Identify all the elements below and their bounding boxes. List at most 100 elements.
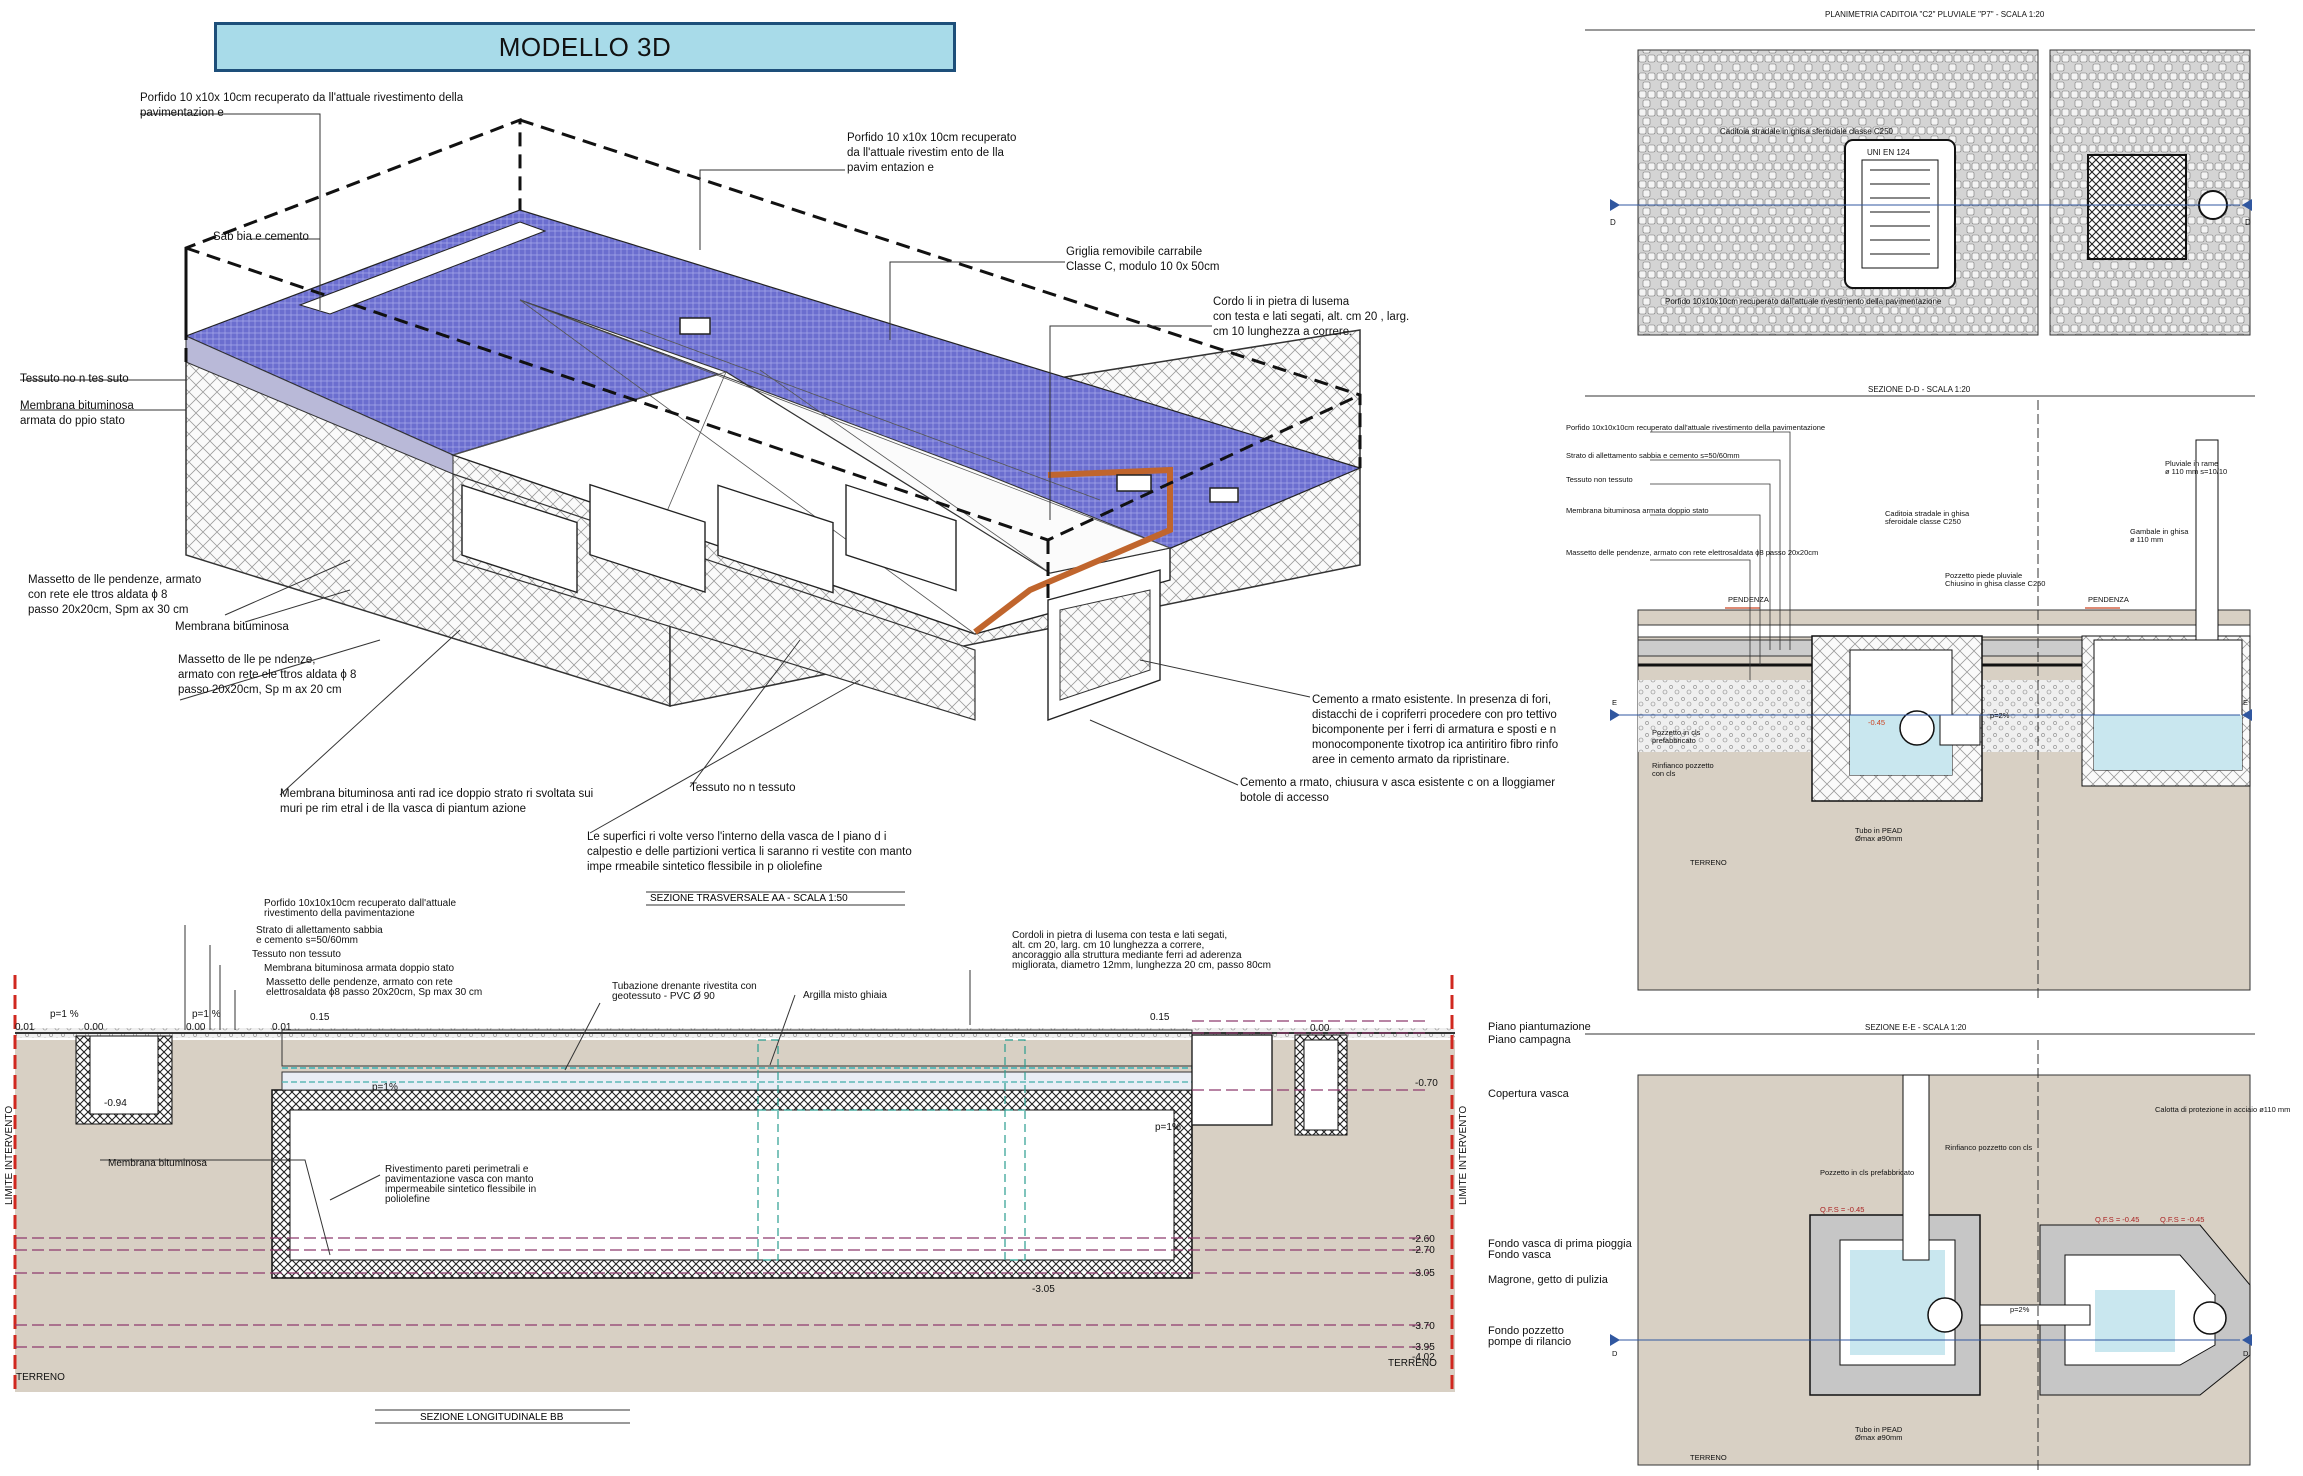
dd-caditoia-1: Caditoia stradale in ghisa xyxy=(1885,509,1970,518)
iso-label-cemento-3: bicomponente per i ferri di armatura e s… xyxy=(1312,724,1556,736)
bb-tubazione-1: Tubazione drenante rivestita con xyxy=(612,981,757,992)
svg-text:monocomponente tixotrop ica an: monocomponente tixotrop ica antiritiro f… xyxy=(1312,739,1558,751)
iso-label-massetto1-1: Massetto de lle pendenze, armato xyxy=(28,574,201,586)
iso-label-massetto2-2: armato con rete ele ttros aldata ϕ 8 xyxy=(178,669,356,681)
iso-label-membrana-left-2: armata do ppio stato xyxy=(20,415,125,427)
bb-level-7: 0.15 xyxy=(1150,1012,1170,1023)
bb-level-6: 0.15 xyxy=(310,1012,330,1023)
section-aa-label: SEZIONE TRASVERSALE AA - SCALA 1:50 xyxy=(650,893,848,904)
bb-cordoli-2: alt. cm 20, larg. cm 10 lunghezza a corr… xyxy=(1012,940,1204,951)
dd-pluviale-1: Pluviale in rame xyxy=(2165,459,2218,468)
iso-label-tessuto-bottom: Tessuto no n tessuto xyxy=(690,782,795,794)
svg-text:aree in cemento armato da ripr: aree in cemento armato da ripristinare. xyxy=(1312,754,1510,766)
bb-label-5: Tessuto non tessuto xyxy=(252,949,341,960)
bb-membrana: Membrana bituminosa xyxy=(108,1158,207,1169)
bb-level-3: -0.94 xyxy=(104,1098,127,1109)
plan-top-note-2: Porfido 10x10x10cm recuperato dall'attua… xyxy=(1665,297,1942,306)
bb-label-1: Porfido 10x10x10cm recuperato dall'attua… xyxy=(264,898,456,909)
iso-label-cordoli-3: cm 10 lunghezza a correre. xyxy=(1213,326,1352,338)
iso-label-porfido-top-1: Porfido 10 x10x 10cm recuperato da ll'at… xyxy=(140,92,464,104)
iso-labels: Porfido 10 x10x 10cm recuperato da ll'at… xyxy=(20,92,1558,873)
bb-label-2: rivestimento della pavimentazione xyxy=(264,908,415,919)
iso-label-cordoli-1: Cordo li in pietra di lusema xyxy=(1213,296,1350,308)
bb-level-15: -4.02 xyxy=(1412,1352,1435,1363)
iso-model xyxy=(184,117,1362,721)
dd-rinfianco-1: Rinfianco pozzetto xyxy=(1652,761,1714,770)
dd-caditoia-2: sferoidale classe C250 xyxy=(1885,517,1961,526)
svg-text:impe rmeabile sintetico flessi: impe rmeabile sintetico flessibile in p … xyxy=(587,861,822,873)
bb-legend-2: Piano campagna xyxy=(1488,1034,1571,1046)
bb-level-13: -3.70 xyxy=(1412,1321,1435,1332)
section-dd-title: SEZIONE D-D - SCALA 1:20 xyxy=(1868,385,1971,394)
dd-note-3: Tessuto non tessuto xyxy=(1566,475,1633,484)
section-bb-labels: Porfido 10x10x10cm recuperato dall'attua… xyxy=(4,898,1469,1383)
bb-rivestimento-1: Rivestimento pareti perimetrali e xyxy=(385,1164,529,1175)
page-title: MODELLO 3D xyxy=(214,22,956,72)
iso-label-porfido-top-2: pavimentazion e xyxy=(140,107,224,119)
iso-label-porfido-mid-1: Porfido 10 x10x 10cm recuperato xyxy=(847,132,1016,144)
svg-text:Le superfici ri volte verso l': Le superfici ri volte verso l'interno de… xyxy=(587,831,886,843)
svg-text:armato con rete ele ttros alda: armato con rete ele ttros aldata ϕ 8 xyxy=(178,669,356,681)
dd-pendenza-left: PENDENZA xyxy=(1728,595,1769,604)
iso-label-superfici-3: impe rmeabile sintetico flessibile in p … xyxy=(587,861,822,873)
bb-level-14: -3.95 xyxy=(1412,1342,1435,1353)
section-dd-labels: SEZIONE D-D - SCALA 1:20 Porfido 10x10x1… xyxy=(1566,385,2248,867)
ee-qfs-3: Q.F.S = -0.45 xyxy=(2160,1215,2204,1224)
ee-d-right: D xyxy=(2243,1349,2249,1358)
iso-label-antiradice-1: Membrana bituminosa anti rad ice doppio … xyxy=(280,788,593,800)
iso-label-tessuto-left: Tessuto no n tes suto xyxy=(20,373,129,385)
bb-slope-1: p=1 % xyxy=(50,1009,79,1020)
svg-text:Classe C, modulo 10 0x 50cm: Classe C, modulo 10 0x 50cm xyxy=(1066,261,1219,273)
bb-level-1: 0.01 xyxy=(15,1022,35,1033)
bb-tubazione-2: geotessuto - PVC Ø 90 xyxy=(612,991,715,1002)
bb-rivestimento-3: impermeabile sintetico flessibile in xyxy=(385,1184,536,1195)
iso-label-membrana-mid: Membrana bituminosa xyxy=(175,621,289,633)
svg-text:Griglia removibile carrabile: Griglia removibile carrabile xyxy=(1066,246,1202,258)
dd-gambale-1: Gambale in ghisa xyxy=(2130,527,2189,536)
dd-level: -0.45 xyxy=(1868,718,1885,727)
svg-text:pavim entazion e: pavim entazion e xyxy=(847,162,934,174)
svg-text:Massetto de lle pendenze, arma: Massetto de lle pendenze, armato xyxy=(28,574,201,586)
dd-note-1: Porfido 10x10x10cm recuperato dall'attua… xyxy=(1566,423,1825,432)
dd-pendenza-pipe: p=2% xyxy=(1990,711,2010,720)
iso-label-cemento-5: aree in cemento armato da ripristinare. xyxy=(1312,754,1510,766)
dd-pozzetto-cls-1: Pozzetto in cls xyxy=(1652,728,1701,737)
bb-rivestimento-2: pavimentazione vasca con manto xyxy=(385,1174,534,1185)
section-bb-legend: Piano piantumazione Piano campagna Coper… xyxy=(1488,1021,1633,1348)
plan-top-d-left: D xyxy=(1610,218,1616,227)
section-ee-title: SEZIONE E-E - SCALA 1:20 xyxy=(1865,1023,1967,1032)
dd-rinfianco-2: con cls xyxy=(1652,769,1676,778)
plan-top-grate-label: UNI EN 124 xyxy=(1867,148,1910,157)
plan-top-note-1: Caditoia stradale in ghisa sferoidale cl… xyxy=(1720,127,1894,136)
svg-text:Porfido 10 x10x 10cm recuperat: Porfido 10 x10x 10cm recuperato xyxy=(847,132,1016,144)
svg-text:pavimentazion e: pavimentazion e xyxy=(140,107,224,119)
iso-label-cemento-1: Cemento a rmato esistente. In presenza d… xyxy=(1312,694,1551,706)
iso-label-superfici-1: Le superfici ri volte verso l'interno de… xyxy=(587,831,886,843)
iso-label-antiradice-2: muri pe rim etral i de lla vasca di pian… xyxy=(280,803,526,815)
iso-label-cordoli-2: con testa e lati segati, alt. cm 20 , la… xyxy=(1213,311,1409,323)
bb-slope-2: p=1 % xyxy=(192,1009,221,1020)
section-dd xyxy=(1585,395,2255,1000)
bb-label-6: Membrana bituminosa armata doppio stato xyxy=(264,963,455,974)
dd-tubo-1: Tubo in PEAD xyxy=(1855,826,1903,835)
iso-label-griglia-2: Classe C, modulo 10 0x 50cm xyxy=(1066,261,1219,273)
bb-cordoli-4: migliorata, diametro 12mm, lunghezza 20 … xyxy=(1012,960,1271,971)
svg-text:con rete ele ttros aldata ϕ 8: con rete ele ttros aldata ϕ 8 xyxy=(28,589,167,601)
iso-label-sabbia: Sab bia e cemento xyxy=(213,231,309,243)
ee-tubo-2: Ømax ø90mm xyxy=(1855,1433,1903,1442)
bb-cordoli-3: ancoraggio alla struttura mediante ferri… xyxy=(1012,950,1242,961)
iso-label-superfici-2: calpestio e delle partizioni vertica li … xyxy=(587,846,912,858)
dd-note-4: Membrana bituminosa armata doppio stato xyxy=(1566,506,1709,515)
plan-top-d-right: D xyxy=(2245,218,2251,227)
bb-level-12: -3.05 xyxy=(1412,1268,1435,1279)
ee-note-3: Calotta di protezione in acciaio ø110 mm xyxy=(2155,1105,2290,1114)
section-bb-title: SEZIONE LONGITUDINALE BB xyxy=(420,1412,564,1423)
ee-pendenza-pipe: p=2% xyxy=(2010,1305,2030,1314)
svg-text:Cordo li in pietra di lusema: Cordo li in pietra di lusema xyxy=(1213,296,1350,308)
bb-cordoli-1: Cordoli in pietra di lusema con testa e … xyxy=(1012,930,1227,941)
dd-terreno: TERRENO xyxy=(1690,858,1727,867)
iso-label-massetto1-3: passo 20x20cm, Spm ax 30 cm xyxy=(28,604,188,616)
svg-text:calpestio e delle partizioni: calpestio e delle partizioni vertica li … xyxy=(587,846,912,858)
iso-label-cemento-2: distacchi de i copriferri procedere con … xyxy=(1312,709,1557,721)
bb-legend-5: Fondo vasca xyxy=(1488,1249,1552,1261)
